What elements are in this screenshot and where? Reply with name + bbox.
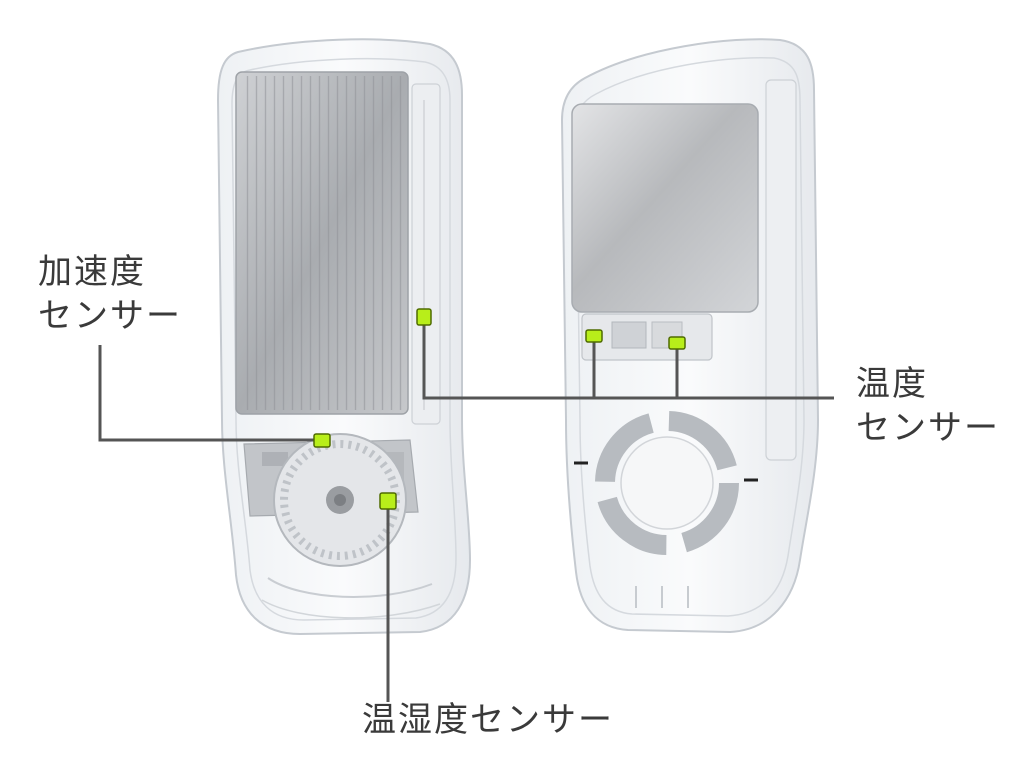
acceleration-sensor-label-line2: センサー <box>38 296 182 336</box>
acceleration-sensor-label-line1: 加速度 <box>38 252 146 292</box>
left-heatsink-fins <box>240 76 404 410</box>
leader-line-temperature <box>422 318 834 400</box>
leader-line-acceleration <box>98 345 322 442</box>
temperature-humidity-sensor-label: 温湿度センサー <box>362 700 614 740</box>
right-battery <box>571 103 759 313</box>
sensor-marker-acceleration <box>313 433 331 448</box>
temperature-sensor-label-line2: センサー <box>856 408 1000 448</box>
sensor-marker-temperature-humidity <box>379 492 397 510</box>
sensor-marker-temperature-left <box>416 308 432 326</box>
right-device-shell-inner-edge <box>575 57 805 617</box>
sensor-marker-temperature-right-2 <box>668 336 686 350</box>
left-side-rail <box>411 83 441 425</box>
sensor-marker-temperature-right-1 <box>585 329 603 343</box>
acceleration-sensor-label: 加速度 センサー <box>38 250 182 338</box>
leader-lines <box>98 318 834 702</box>
right-fan-grille <box>595 411 739 555</box>
temperature-sensor-label: 温度 センサー <box>856 362 1000 450</box>
sensor-markers <box>313 308 686 510</box>
right-side-rail <box>765 79 797 461</box>
temperature-sensor-label-line1: 温度 <box>856 364 928 404</box>
right-device <box>560 38 820 634</box>
left-device-shell-inner-edge <box>231 57 457 621</box>
left-device <box>216 38 472 636</box>
